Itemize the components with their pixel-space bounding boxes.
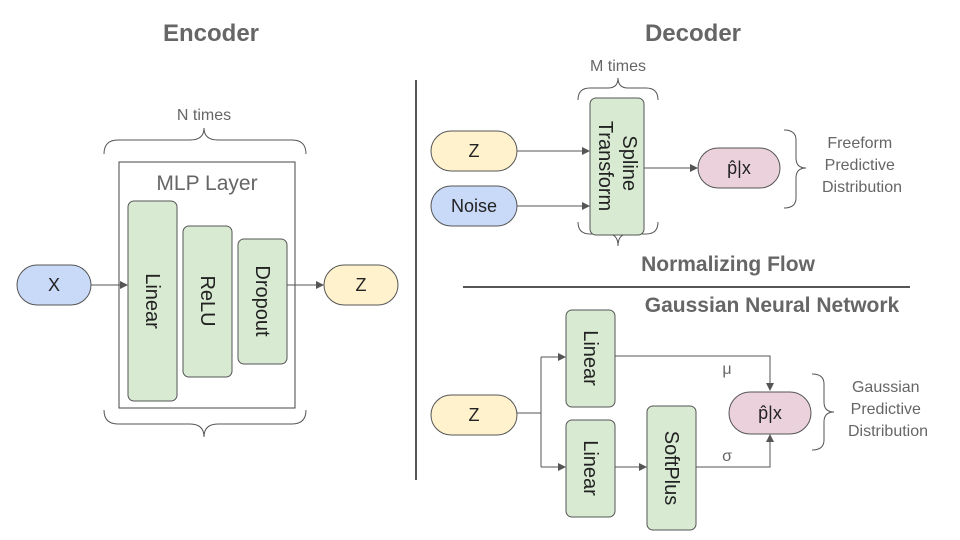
flow-input-noise: Noise [430,185,518,227]
normalizing-flow-caption: Normalizing Flow [641,253,816,276]
svg-text:p̂|x: p̂|x [758,403,782,423]
gnn-input-z: Z [430,394,518,436]
encoder-title: Encoder [163,20,259,47]
mu-path [615,355,774,391]
gaussian-distribution-label: Gaussian Predictive Distribution [848,379,928,440]
encoder-top-brace [103,127,307,155]
svg-text:Z: Z [356,275,367,295]
svg-text:Z: Z [469,405,480,425]
freeform-distribution-label: Freeform Predictive Distribution [822,135,902,196]
m-times-label: M times [590,58,646,75]
encoder-dropout-layer: Dropout [237,238,288,365]
svg-text:X: X [48,275,60,295]
sigma-path [696,434,774,468]
svg-text:Noise: Noise [451,196,497,216]
gnn-linear-top: Linear [565,309,616,408]
freeform-brace [783,129,807,209]
svg-text:p̂|x: p̂|x [727,158,751,178]
spline-label-line2: Transform [594,121,616,211]
encoder-input-x: X [16,264,92,306]
encoder-bottom-brace [103,409,307,438]
flow-input-z: Z [430,130,518,172]
encoder-linear-layer: Linear [127,200,178,402]
flow-bottom-brace [577,221,659,247]
svg-text:Spline Transform: Spline Transform [594,121,640,211]
mu-label: μ [722,361,731,378]
flow-output-phat: p̂|x [697,147,781,189]
svg-text:Dropout: Dropout [251,265,273,337]
encoder-relu-layer: ReLU [182,225,233,378]
flow-top-brace [577,77,659,101]
svg-text:Linear: Linear [141,273,163,329]
sigma-label: σ [722,448,732,465]
encoder-output-z: Z [323,264,399,306]
gnn-output-phat: p̂|x [728,391,812,435]
gnn-softplus: SoftPlus [646,405,697,531]
svg-text:ReLU: ReLU [196,275,218,326]
svg-text:Linear: Linear [579,330,601,386]
gaussian-brace [811,373,835,451]
svg-text:SoftPlus: SoftPlus [660,431,682,505]
mlp-layer-label: MLP Layer [156,172,257,195]
gaussian-nn-caption: Gaussian Neural Network [645,294,900,317]
svg-text:Z: Z [469,141,480,161]
spline-label-line1: Spline [618,135,640,191]
gnn-linear-bottom: Linear [565,419,616,518]
svg-text:Linear: Linear [579,440,601,496]
n-times-label: N times [177,107,231,124]
decoder-title: Decoder [645,20,741,47]
spline-transform-block: Spline Transform [589,97,645,236]
